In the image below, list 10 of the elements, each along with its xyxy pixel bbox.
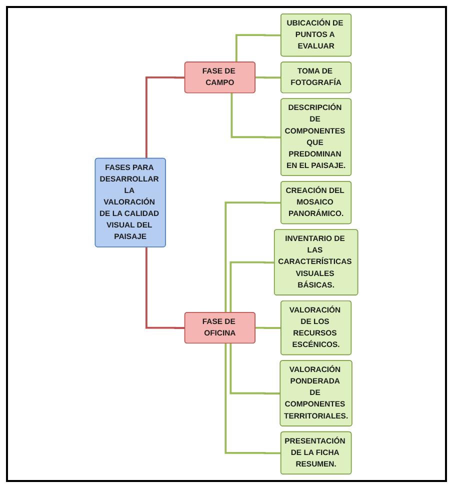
connector — [235, 34, 282, 62]
connector — [224, 343, 282, 454]
connector — [145, 76, 185, 159]
connector — [254, 76, 282, 79]
connector — [145, 247, 185, 329]
connector — [230, 261, 275, 313]
connector — [254, 326, 282, 329]
connector — [224, 202, 282, 313]
connector — [230, 93, 282, 138]
connector — [230, 343, 280, 394]
